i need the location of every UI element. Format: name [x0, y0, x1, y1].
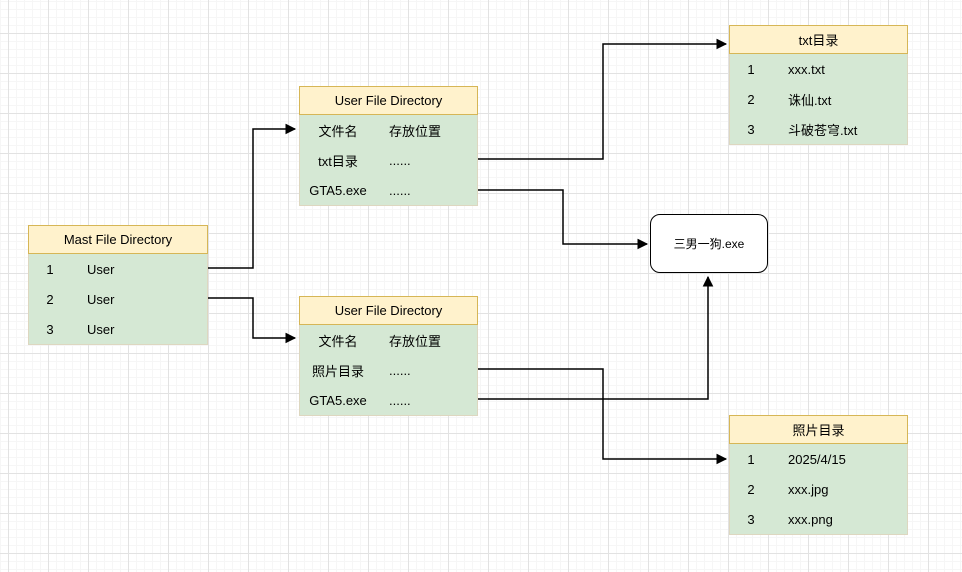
table-row[interactable]: 3 User: [29, 314, 207, 344]
row-index: 3: [46, 321, 54, 337]
row-value: xxx.png: [788, 511, 833, 527]
row-index: 1: [747, 451, 755, 467]
table-row[interactable]: 2 User: [29, 284, 207, 314]
row-value: xxx.jpg: [788, 481, 829, 497]
row-value: 诛仙.txt: [788, 92, 832, 108]
table-row[interactable]: 3 斗破苍穹.txt: [730, 114, 907, 144]
node-photo-directory[interactable]: 照片目录 1 2025/4/15 2 xxx.jpg 3 xxx.png: [729, 415, 908, 535]
row-index: 3: [747, 121, 755, 137]
table-header-row[interactable]: 文件名 存放位置: [300, 115, 477, 145]
node-body: 文件名 存放位置 txt目录 ...... GTA5.exe ......: [299, 115, 478, 206]
column-header-location: 存放位置: [389, 123, 442, 139]
node-exe[interactable]: 三男一狗.exe: [650, 214, 768, 273]
row-value: User: [87, 261, 115, 277]
row-index: 1: [46, 261, 54, 277]
row-location: ......: [389, 392, 411, 408]
node-title: User File Directory: [299, 86, 478, 115]
node-mast-file-directory[interactable]: Mast File Directory 1 User 2 User 3 User: [28, 225, 208, 345]
node-title: User File Directory: [299, 296, 478, 325]
table-row[interactable]: 1 2025/4/15: [730, 444, 907, 474]
table-row[interactable]: 2 诛仙.txt: [730, 84, 907, 114]
table-row[interactable]: 3 xxx.png: [730, 504, 907, 534]
node-title: Mast File Directory: [28, 225, 208, 254]
node-title: 照片目录: [729, 415, 908, 444]
exe-node-label: 三男一狗.exe: [673, 237, 745, 251]
table-row[interactable]: GTA5.exe ......: [300, 385, 477, 415]
row-location: ......: [389, 152, 411, 168]
row-filename: GTA5.exe: [309, 392, 367, 408]
node-user-file-directory-bottom[interactable]: User File Directory 文件名 存放位置 照片目录 ......…: [299, 296, 478, 416]
row-value: User: [87, 321, 115, 337]
connector-mast-to-ufd-bottom[interactable]: [208, 297, 297, 344]
node-body: 1 User 2 User 3 User: [28, 254, 208, 345]
column-header-filename: 文件名: [318, 123, 358, 139]
table-row[interactable]: 1 User: [29, 254, 207, 284]
table-row[interactable]: GTA5.exe ......: [300, 175, 477, 205]
row-value: 斗破苍穹.txt: [788, 122, 858, 138]
row-index: 3: [747, 511, 755, 527]
row-index: 2: [747, 481, 755, 497]
table-row[interactable]: 1 xxx.txt: [730, 54, 907, 84]
connector-ufdtop-to-exe[interactable]: [478, 189, 649, 250]
row-value: xxx.txt: [788, 61, 825, 77]
table-row[interactable]: 2 xxx.jpg: [730, 474, 907, 504]
row-filename: 照片目录: [311, 363, 364, 379]
connector-ufdtop-to-txtdir[interactable]: [478, 38, 728, 160]
table-row[interactable]: 照片目录 ......: [300, 355, 477, 385]
table-row[interactable]: txt目录 ......: [300, 145, 477, 175]
row-index: 2: [747, 91, 755, 107]
connector-ufdbottom-to-exe[interactable]: [478, 275, 714, 400]
row-index: 2: [46, 291, 54, 307]
column-header-location: 存放位置: [389, 333, 442, 349]
node-title: txt目录: [729, 25, 908, 54]
row-location: ......: [389, 362, 411, 378]
table-header-row[interactable]: 文件名 存放位置: [300, 325, 477, 355]
row-value: User: [87, 291, 115, 307]
row-index: 1: [747, 61, 755, 77]
row-filename: txt目录: [318, 153, 358, 169]
row-location: ......: [389, 182, 411, 198]
node-body: 1 xxx.txt 2 诛仙.txt 3 斗破苍穹.txt: [729, 54, 908, 145]
row-filename: GTA5.exe: [309, 182, 367, 198]
connector-mast-to-ufd-top[interactable]: [208, 123, 297, 269]
connector-ufdbottom-to-photodir[interactable]: [478, 368, 728, 465]
node-body: 文件名 存放位置 照片目录 ...... GTA5.exe ......: [299, 325, 478, 416]
node-txt-directory[interactable]: txt目录 1 xxx.txt 2 诛仙.txt 3 斗破苍穹.txt: [729, 25, 908, 145]
node-user-file-directory-top[interactable]: User File Directory 文件名 存放位置 txt目录 .....…: [299, 86, 478, 206]
row-value: 2025/4/15: [788, 451, 846, 467]
node-body: 1 2025/4/15 2 xxx.jpg 3 xxx.png: [729, 444, 908, 535]
column-header-filename: 文件名: [318, 333, 358, 349]
